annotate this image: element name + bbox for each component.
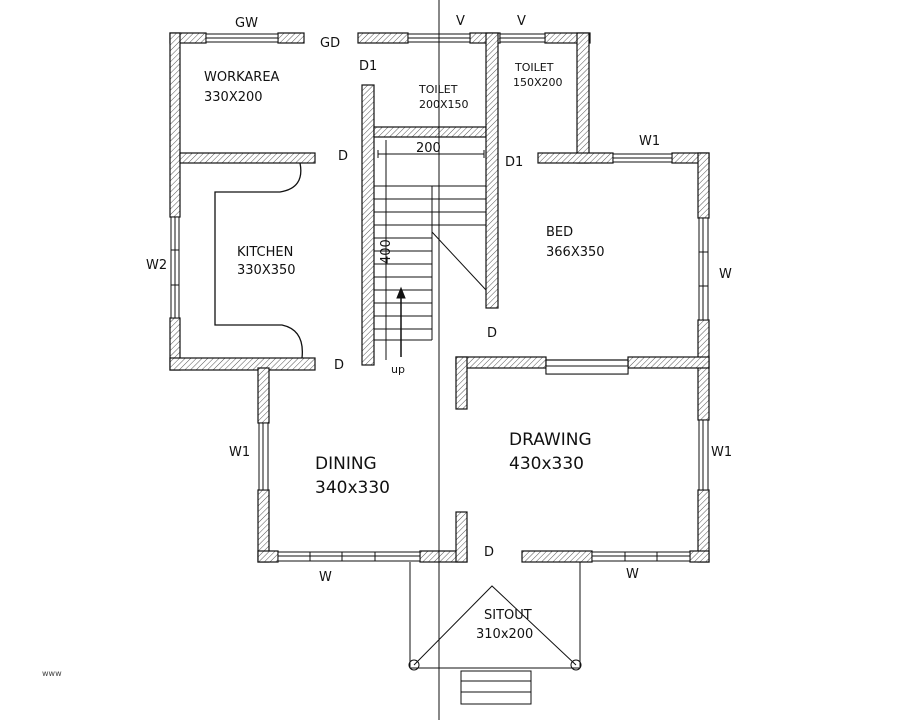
tag-w1-top: W1 [639,134,660,149]
wall [455,356,547,369]
room-name-toilet2: TOILET [514,61,554,74]
room-name-workarea: WORKAREA [204,70,280,85]
tag-w1-drawing: W1 [711,445,732,460]
room-name-bed: BED [546,225,573,240]
wall [537,152,614,164]
wall [521,550,593,563]
room-name-sitout: SITOUT [484,608,532,623]
wall [485,32,499,309]
watermark: www [42,669,62,678]
wall [455,511,468,563]
tag-w1-dining: W1 [229,445,250,460]
tag-v1: V [456,14,465,29]
wall [179,152,316,164]
wall [697,319,710,421]
room-size-kitchen: 330X350 [237,263,296,278]
tag-d-kitchen-bottom: D [334,358,344,373]
wall [373,126,487,138]
wall [169,357,316,371]
tag-d-kitchen-top: D [338,149,348,164]
wall [257,550,279,563]
wall [169,32,181,218]
room-name-toilet1: TOILET [418,83,458,96]
wall [627,356,710,369]
room-size-workarea: 330X200 [204,90,263,105]
tag-w-bed: W [719,267,732,282]
room-size-bed: 366X350 [546,245,605,260]
walls [169,32,710,563]
room-size-toilet1: 200X150 [419,98,469,111]
tag-w-bottom-left: W [319,570,332,585]
tag-d1-bed: D1 [505,155,523,170]
sitout [408,562,582,705]
tag-gd: GD [320,36,340,51]
tag-d1-top: D1 [359,59,377,74]
room-size-drawing: 430x330 [509,454,584,474]
tag-d-main: D [484,545,494,560]
wall [257,367,270,424]
tag-w-bottom-right: W [626,567,639,582]
stair-width-dim: 200 [416,141,441,156]
stair-length-dim: 400 [379,239,394,264]
wall [357,32,409,44]
wall [689,550,710,563]
room-size-toilet2: 150X200 [513,76,563,89]
room-size-dining: 340x330 [315,478,390,498]
wall [455,356,468,410]
room-name-dining: DINING [315,454,377,474]
entry-steps [460,670,532,705]
room-name-drawing: DRAWING [509,430,592,450]
wall [277,32,305,44]
room-size-sitout: 310x200 [476,627,533,642]
wall [361,84,375,366]
tag-d-hall: D [487,326,497,341]
wall [697,152,710,219]
wall [576,32,590,164]
tag-gw: GW [235,16,258,31]
staircase [374,140,487,360]
room-name-kitchen: KITCHEN [237,245,293,260]
windows [170,33,709,562]
tag-v2: V [517,14,526,29]
tag-w2: W2 [146,258,167,273]
kitchen-counter [214,162,303,359]
stair-direction: up [391,363,405,376]
